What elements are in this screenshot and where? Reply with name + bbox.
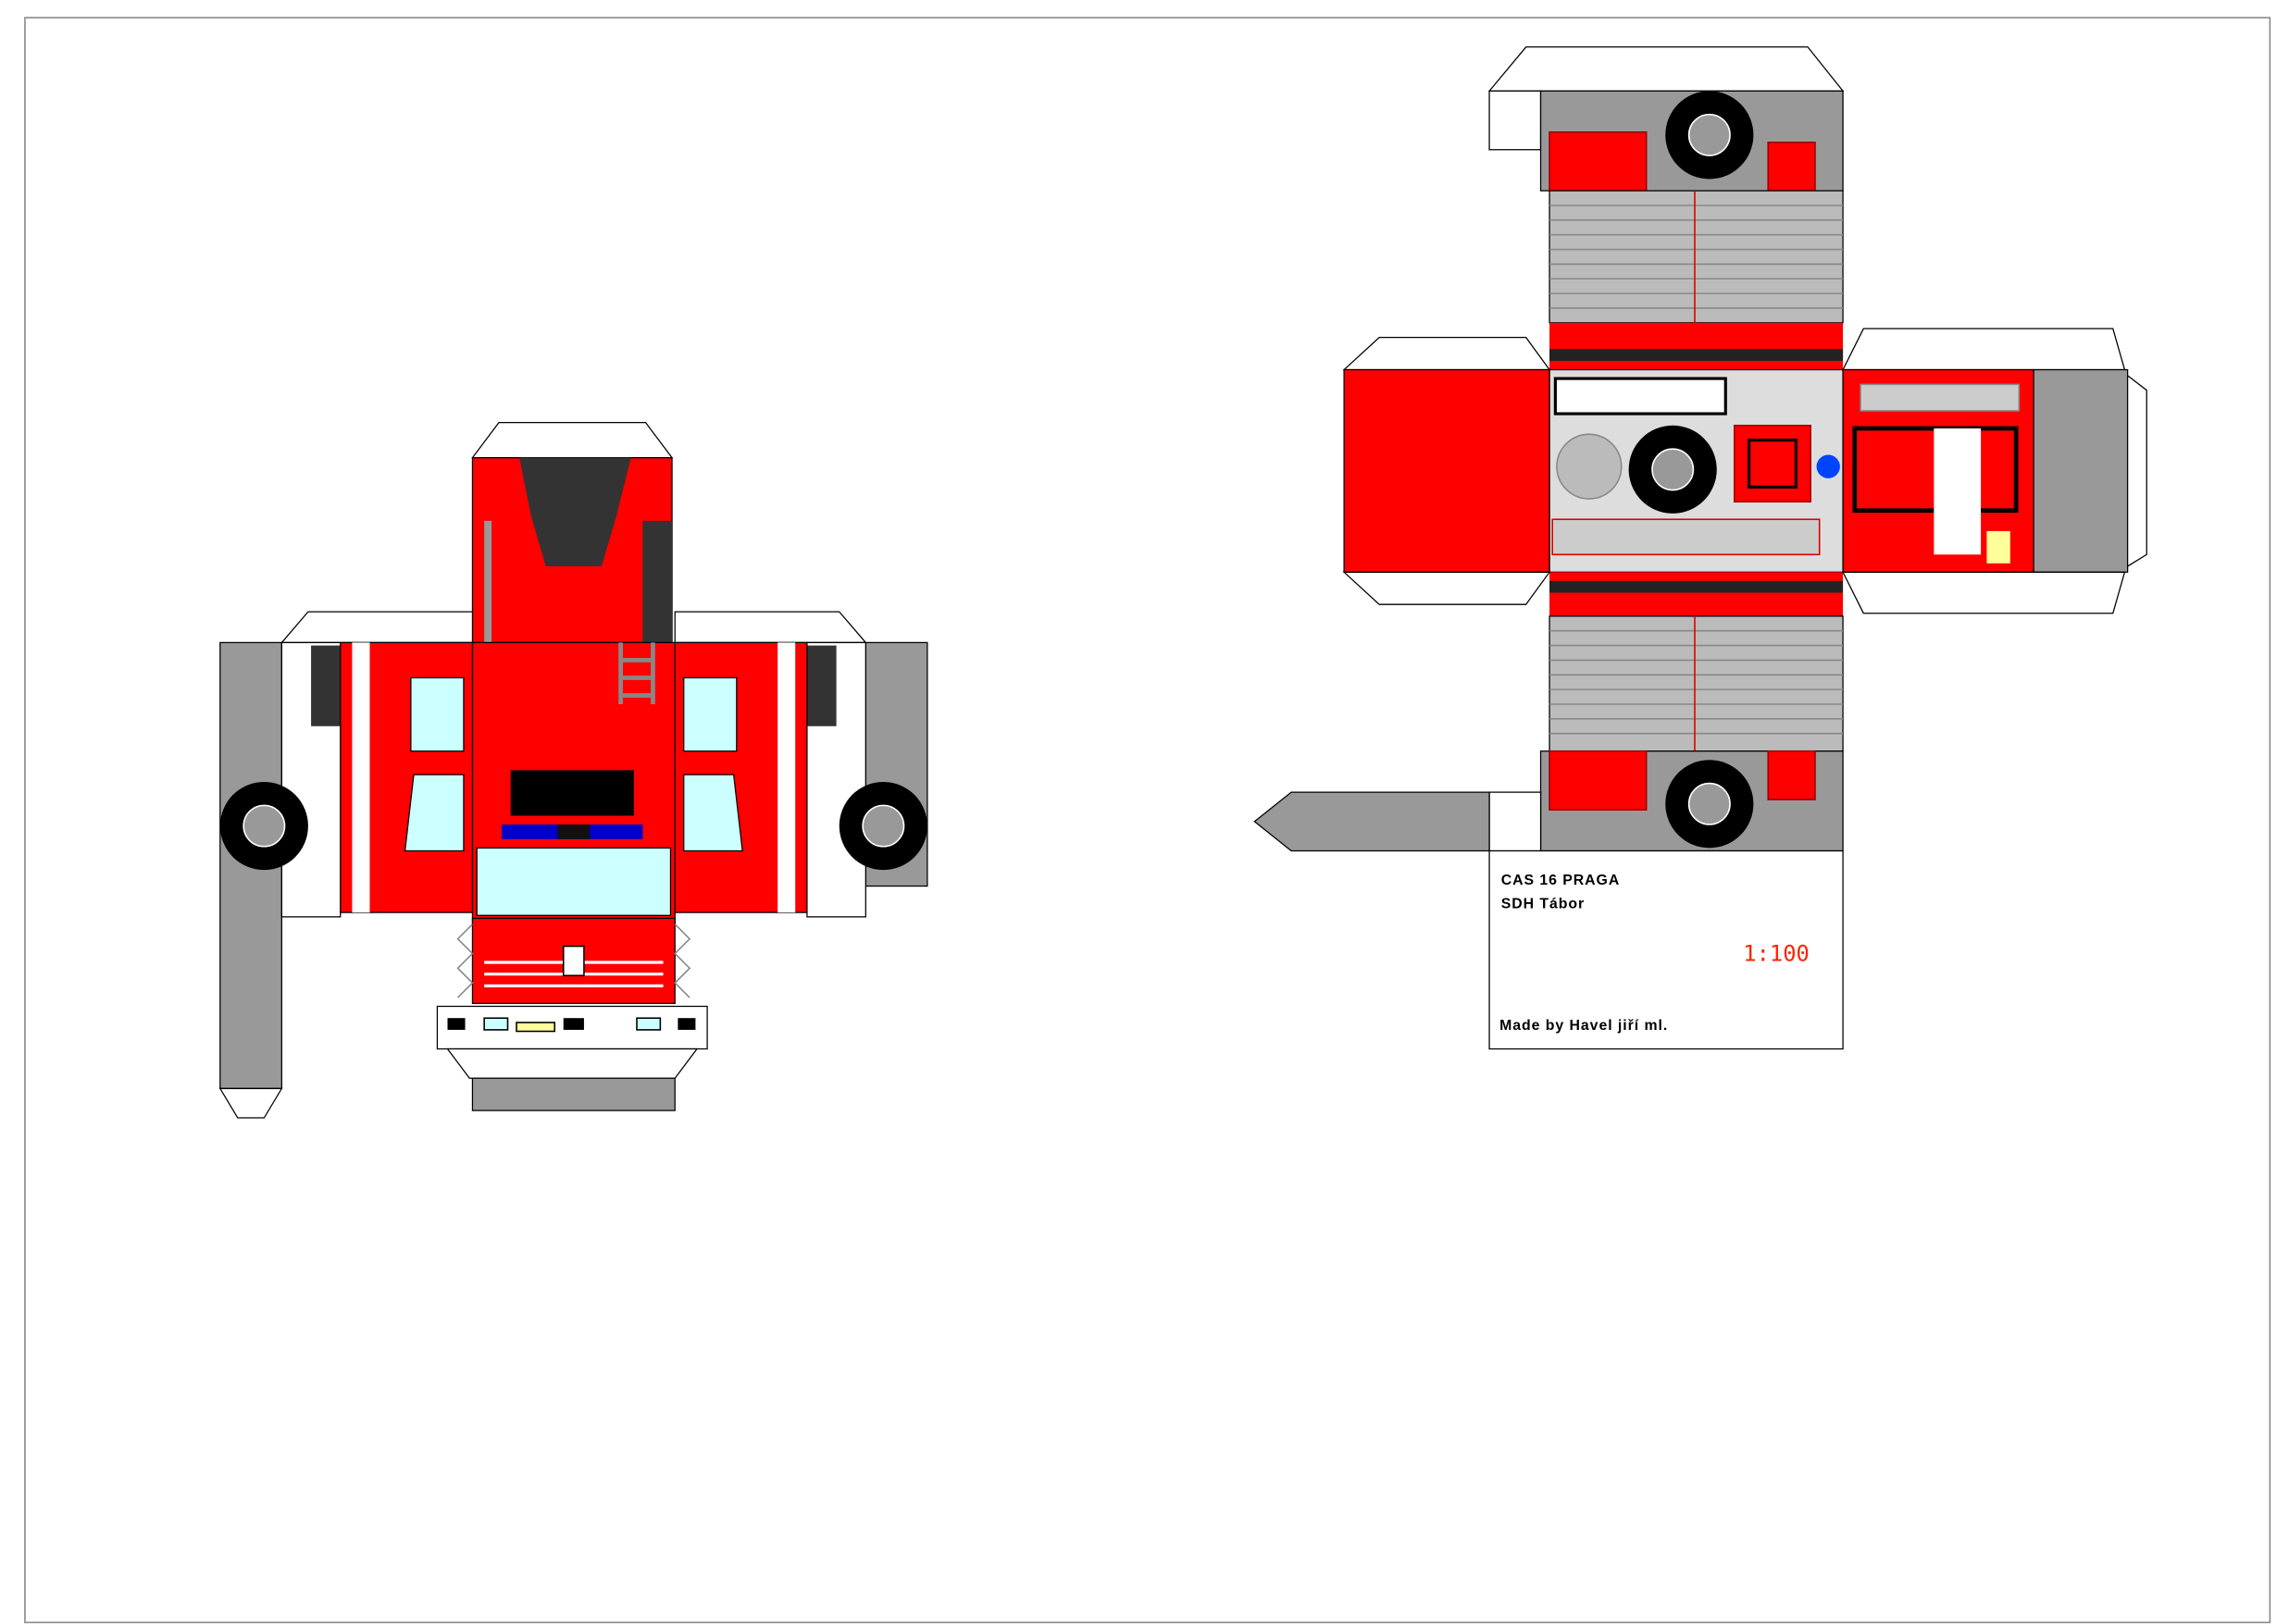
ladder (618, 642, 655, 704)
windshield-top (519, 457, 631, 566)
glue-tab (1253, 791, 1490, 852)
shutter-top (1549, 190, 1844, 324)
author-credit: Made by Havel jiří ml. (1499, 1018, 1668, 1034)
info-panel (1488, 849, 1844, 1050)
scale-label: 1:100 (1743, 940, 1810, 966)
model-title: CAS 16 PRAGA (1501, 873, 1621, 888)
body-net: CAS 16 PRAGA SDH Tábor 1:100 Made by Hav… (1253, 46, 2147, 1050)
unit-name: SDH Tábor (1501, 896, 1585, 911)
cab-net (218, 421, 928, 1119)
side-window (683, 676, 738, 752)
side-window (410, 676, 465, 752)
windshield (476, 847, 672, 916)
shutter-bottom (1549, 615, 1844, 752)
